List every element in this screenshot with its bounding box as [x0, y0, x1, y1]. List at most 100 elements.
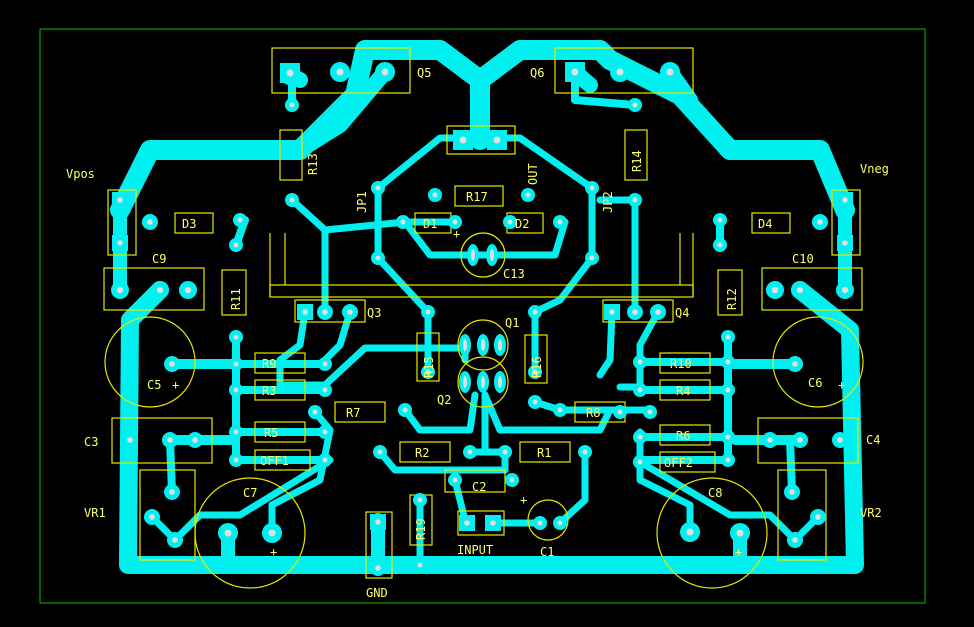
drill-hole	[289, 197, 295, 203]
drill-hole	[502, 449, 508, 455]
drill-hole	[725, 359, 731, 365]
drill-hole	[233, 457, 239, 463]
drill-hole	[767, 437, 773, 443]
label-r13: R13	[306, 153, 320, 175]
drill-hole	[771, 286, 779, 294]
drill-hole	[322, 429, 328, 435]
drill-hole	[192, 437, 198, 443]
drill-hole	[532, 399, 538, 405]
label-r4: R4	[676, 384, 690, 398]
drill-hole	[815, 514, 821, 520]
label-r2: R2	[415, 446, 429, 460]
label-plus-c7: +	[270, 545, 277, 559]
q4-outline	[602, 299, 674, 323]
drill-hole	[616, 68, 624, 76]
label-d4: D4	[758, 217, 772, 231]
drill-hole	[237, 217, 243, 223]
drill-hole	[481, 339, 485, 351]
label-c1: C1	[540, 545, 554, 559]
c8-outline	[656, 477, 768, 589]
drill-hole	[233, 387, 239, 393]
drill-hole	[322, 361, 328, 367]
label-c5: C5	[147, 378, 161, 392]
drill-hole	[117, 197, 123, 203]
drill-hole	[147, 219, 153, 225]
drill-hole	[792, 537, 798, 543]
label-d1: D1	[423, 217, 437, 231]
drill-hole	[184, 286, 192, 294]
drill-hole	[459, 136, 467, 144]
drill-hole	[400, 219, 406, 225]
drill-hole	[617, 409, 623, 415]
drill-hole	[493, 136, 501, 144]
label-vr1: VR1	[84, 506, 106, 520]
vpos-connector-outline	[107, 189, 137, 256]
drill-hole	[116, 286, 124, 294]
drill-hole	[717, 242, 723, 248]
drill-hole	[127, 437, 133, 443]
drill-hole	[498, 376, 502, 388]
drill-hole	[289, 102, 295, 108]
label-out: OUT	[526, 163, 540, 185]
gnd-connector-outline	[365, 511, 393, 579]
drill-hole	[464, 520, 470, 526]
input-connector-outline	[457, 510, 505, 536]
drill-hole	[375, 565, 381, 571]
drill-hole	[532, 369, 538, 375]
drill-hole	[792, 361, 798, 367]
label-r11: R11	[229, 288, 243, 310]
label-vneg: Vneg	[860, 162, 889, 176]
drill-hole	[589, 255, 595, 261]
board-outline	[39, 28, 926, 604]
drill-hole	[637, 459, 643, 465]
label-r8: R8	[586, 406, 600, 420]
drill-hole	[632, 309, 638, 315]
drill-hole	[736, 529, 744, 537]
c1-outline	[527, 499, 569, 541]
drill-hole	[532, 309, 538, 315]
label-plus-c8: +	[735, 545, 742, 559]
drill-hole	[490, 249, 494, 261]
label-r5: R5	[264, 426, 278, 440]
drill-hole	[498, 339, 502, 351]
label-jp2: JP2	[601, 191, 615, 213]
drill-hole	[717, 217, 723, 223]
label-q5: Q5	[417, 66, 431, 80]
label-gnd: GND	[366, 586, 388, 600]
label-d3: D3	[182, 217, 196, 231]
drill-hole	[557, 407, 563, 413]
drill-hole	[268, 529, 276, 537]
vneg-connector-outline	[831, 189, 861, 256]
drill-hole	[322, 387, 328, 393]
label-plus-c13: +	[453, 227, 460, 241]
c4-outline	[757, 417, 859, 464]
drill-hole	[637, 387, 643, 393]
label-off2: OFF2	[664, 456, 693, 470]
c6-outline	[772, 316, 864, 408]
drill-hole	[467, 449, 473, 455]
drill-hole	[632, 197, 638, 203]
drill-hole	[167, 437, 173, 443]
drill-hole	[841, 286, 849, 294]
drill-hole	[224, 529, 232, 537]
label-vpos: Vpos	[66, 167, 95, 181]
drill-hole	[647, 409, 653, 415]
label-q2: Q2	[437, 393, 451, 407]
label-c9: C9	[152, 252, 166, 266]
drill-hole	[417, 497, 423, 503]
drill-hole	[632, 102, 638, 108]
label-q6: Q6	[530, 66, 544, 80]
drill-hole	[172, 537, 178, 543]
out-connector-outline	[446, 125, 516, 155]
label-c2: C2	[472, 480, 486, 494]
label-q3: Q3	[367, 306, 381, 320]
drill-hole	[609, 309, 615, 315]
drill-hole	[637, 434, 643, 440]
drill-hole	[589, 185, 595, 191]
drill-hole	[233, 242, 239, 248]
label-d2: D2	[515, 217, 529, 231]
drill-hole	[452, 477, 458, 483]
label-off1: OFF1	[260, 454, 289, 468]
label-r14: R14	[630, 150, 644, 172]
q1-outline	[457, 319, 509, 371]
